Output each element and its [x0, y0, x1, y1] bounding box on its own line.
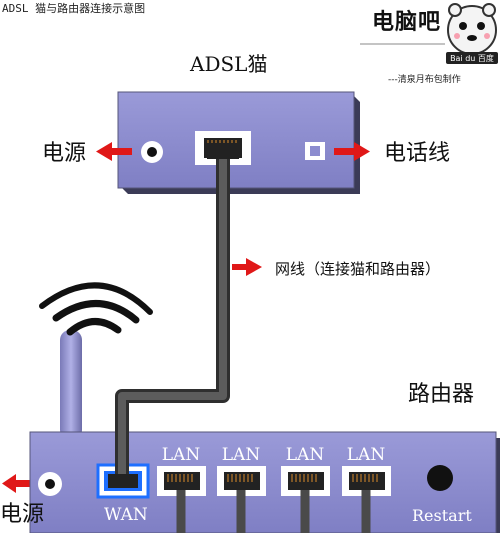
router-lan-port-1 — [157, 466, 206, 496]
brand-credit: ---清泉月布包制作 — [388, 75, 461, 85]
lan-label-4: LAN — [347, 445, 386, 465]
router-restart-button — [427, 465, 453, 491]
modem-power-arrow — [96, 142, 132, 161]
brand-logo-text: Bai du 百度 — [450, 53, 494, 63]
cable-label-arrow — [232, 258, 262, 276]
router-power-label: 电源 — [0, 502, 45, 527]
adsl-modem — [117, 91, 360, 194]
wifi-signal-icon — [39, 282, 153, 336]
modem-phone-arrow — [334, 142, 370, 161]
router-lan-port-2 — [217, 466, 266, 496]
diagram-caption: ADSL 猫与路由器连接示意图 — [2, 2, 146, 15]
lan-label-2: LAN — [222, 445, 261, 465]
modem-title: ADSL猫 — [190, 52, 268, 76]
router-title: 路由器 — [408, 382, 475, 407]
lan-label-1: LAN — [162, 445, 201, 465]
wan-cable-plug — [108, 474, 138, 488]
router — [29, 282, 500, 533]
modem-phone-label: 电话线 — [384, 141, 451, 166]
lan-label-3: LAN — [286, 445, 325, 465]
router-power-arrow — [2, 474, 34, 493]
modem-cable-plug — [207, 143, 239, 159]
modem-power-label: 电源 — [42, 141, 87, 166]
wan-label: WAN — [104, 505, 148, 525]
network-cable-label: 网线（连接猫和路由器） — [275, 260, 441, 278]
lan-cables — [176, 490, 371, 533]
brand-mascot-logo: Bai du 百度 — [446, 3, 498, 64]
antenna — [60, 330, 82, 440]
brand-title: 电脑吧 — [372, 10, 442, 35]
restart-label: Restart — [412, 506, 472, 525]
